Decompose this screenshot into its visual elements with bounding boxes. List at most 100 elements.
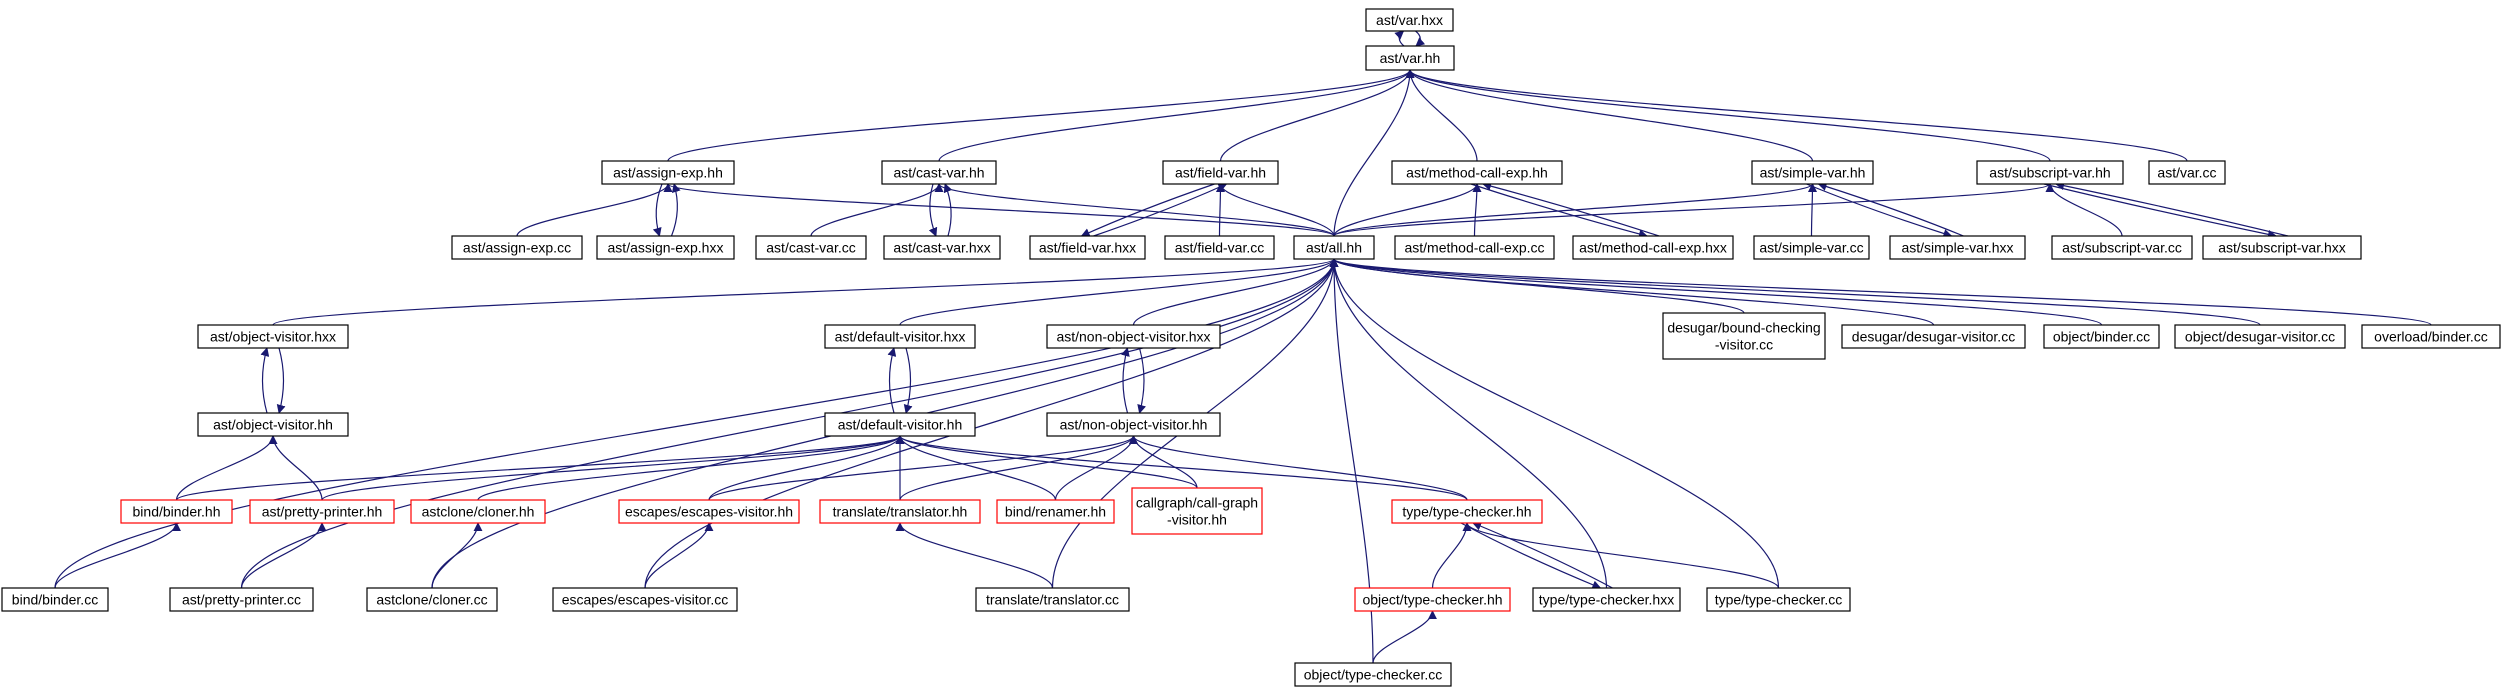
node-label: ast/var.hxx	[1376, 12, 1443, 28]
node-object-type-checker-cc[interactable]: object/type-checker.cc	[1294, 662, 1452, 687]
node-label: ast/subscript-var.cc	[2062, 240, 2182, 256]
node-method-call-exp-hh[interactable]: ast/method-call-exp.hh	[1391, 160, 1563, 185]
node-default-visitor-hxx[interactable]: ast/default-visitor.hxx	[824, 324, 976, 349]
node-cast-var-hh[interactable]: ast/cast-var.hh	[881, 160, 997, 185]
node-escapes-visitor-hh[interactable]: escapes/escapes-visitor.hh	[618, 499, 800, 524]
node-cloner-hh[interactable]: astclone/cloner.hh	[410, 499, 546, 524]
edge-all-hh-to-assign-exp-hh	[663, 183, 1335, 237]
edge-renamer-hh-to-default-visitor-hh	[895, 435, 1057, 501]
node-var-cc[interactable]: ast/var.cc	[2148, 160, 2226, 185]
node-subscript-var-hh[interactable]: ast/subscript-var.hh	[1976, 160, 2124, 185]
node-escapes-visitor-cc[interactable]: escapes/escapes-visitor.cc	[552, 587, 738, 612]
edge-simple-var-hh-to-simple-var-hxx	[1806, 183, 1953, 238]
node-type-checker-hh[interactable]: type/type-checker.hh	[1391, 499, 1543, 524]
node-label: type/type-checker.hh	[1402, 504, 1531, 520]
node-renamer-hh[interactable]: bind/renamer.hh	[996, 499, 1115, 524]
node-label: ast/all.hh	[1306, 240, 1362, 256]
edge-pretty-printer-cc-to-pretty-printer-hh	[240, 522, 327, 589]
node-box	[1394, 235, 1555, 260]
edge-method-call-exp-cc-to-method-call-exp-hh	[1472, 183, 1482, 237]
node-cloner-cc[interactable]: astclone/cloner.cc	[366, 587, 498, 612]
node-pretty-printer-hh[interactable]: ast/pretty-printer.hh	[249, 499, 395, 524]
node-method-call-exp-cc[interactable]: ast/method-call-exp.cc	[1394, 235, 1555, 260]
node-var-hh[interactable]: ast/var.hh	[1365, 45, 1455, 71]
node-translator-hh[interactable]: translate/translator.hh	[819, 499, 981, 524]
node-label: object/binder.cc	[2053, 329, 2150, 345]
node-bound-checking[interactable]: desugar/bound-checking-visitor.cc	[1662, 312, 1826, 360]
node-field-var-hh[interactable]: ast/field-var.hh	[1162, 160, 1279, 185]
node-field-var-cc[interactable]: ast/field-var.cc	[1164, 235, 1275, 260]
node-box	[1046, 412, 1221, 437]
node-label: ast/pretty-printer.cc	[182, 592, 301, 608]
node-cast-var-hxx[interactable]: ast/cast-var.hxx	[883, 235, 1001, 260]
edge-bind-binder-cc-to-all-hh	[54, 258, 1339, 589]
edge-bind-binder-hh-to-default-visitor-hh	[175, 435, 905, 501]
node-label: bind/renamer.hh	[1005, 504, 1106, 520]
node-assign-exp-hh[interactable]: ast/assign-exp.hh	[601, 160, 735, 185]
node-box	[1131, 487, 1263, 535]
node-label: ast/var.cc	[2157, 165, 2216, 181]
node-box	[819, 499, 981, 524]
node-box	[601, 160, 735, 185]
node-field-var-hxx[interactable]: ast/field-var.hxx	[1029, 235, 1146, 260]
node-translator-cc[interactable]: translate/translator.cc	[975, 587, 1130, 612]
nodes-layer: ast/var.hxx ast/var.hh ast/assign-exp.hh as…	[1, 8, 2501, 687]
node-assign-exp-hxx[interactable]: ast/assign-exp.hxx	[596, 235, 735, 260]
node-box	[1391, 499, 1543, 524]
node-label: bind/binder.hh	[133, 504, 221, 520]
node-overload-binder-cc[interactable]: overload/binder.cc	[2361, 324, 2501, 349]
node-box	[1365, 8, 1454, 32]
node-bind-binder-cc[interactable]: bind/binder.cc	[1, 587, 109, 612]
node-var-hxx[interactable]: ast/var.hxx	[1365, 8, 1454, 32]
edge-non-object-visitor-hxx-to-non-object-visitor-hh	[1137, 347, 1146, 414]
node-simple-var-cc[interactable]: ast/simple-var.cc	[1753, 235, 1870, 260]
edge-non-object-visitor-hh-to-non-object-visitor-hxx	[1121, 347, 1130, 414]
node-pretty-printer-cc[interactable]: ast/pretty-printer.cc	[169, 587, 314, 612]
edge-method-call-exp-hh-to-var-hh	[1405, 69, 1478, 162]
edge-bind-binder-cc-to-bind-binder-hh	[54, 522, 181, 589]
node-all-hh[interactable]: ast/all.hh	[1293, 235, 1375, 260]
node-label: ast/simple-var.hh	[1760, 165, 1866, 181]
node-non-object-visitor-hh[interactable]: ast/non-object-visitor.hh	[1046, 412, 1221, 437]
node-non-object-visitor-hxx[interactable]: ast/non-object-visitor.hxx	[1046, 324, 1221, 349]
node-assign-exp-cc[interactable]: ast/assign-exp.cc	[451, 235, 583, 260]
node-desugar-visitor-cc[interactable]: desugar/desugar-visitor.cc	[1841, 324, 2026, 349]
node-type-checker-cc[interactable]: type/type-checker.cc	[1706, 587, 1851, 612]
node-subscript-var-cc[interactable]: ast/subscript-var.cc	[2051, 235, 2193, 260]
node-box	[451, 235, 583, 260]
node-label: ast/subscript-var.hxx	[2218, 240, 2346, 256]
edge-subscript-var-cc-to-subscript-var-hh	[2045, 183, 2123, 237]
edge-var-hxx-to-var-hh	[1415, 30, 1426, 47]
edge-escapes-visitor-hh-to-non-object-visitor-hh	[708, 435, 1138, 501]
node-type-checker-hxx[interactable]: type/type-checker.hxx	[1532, 587, 1681, 612]
edges-layer	[54, 30, 2432, 664]
edge-overload-binder-cc-to-all-hh	[1329, 258, 2432, 326]
edge-cloner-cc-to-cloner-hh	[431, 522, 483, 589]
node-box	[1391, 160, 1563, 185]
edge-type-checker-cc-to-all-hh	[1329, 258, 1780, 589]
node-simple-var-hh[interactable]: ast/simple-var.hh	[1751, 160, 1874, 185]
node-default-visitor-hh[interactable]: ast/default-visitor.hh	[824, 412, 976, 437]
node-box	[2043, 324, 2160, 349]
edge-bind-binder-hh-to-object-visitor-hh	[175, 435, 278, 501]
node-object-visitor-hxx[interactable]: ast/object-visitor.hxx	[197, 324, 349, 349]
node-object-type-checker-hh[interactable]: object/type-checker.hh	[1354, 587, 1511, 612]
node-bind-binder-hh[interactable]: bind/binder.hh	[120, 499, 233, 524]
node-object-visitor-hh[interactable]: ast/object-visitor.hh	[197, 412, 349, 437]
node-label: ast/method-call-exp.hxx	[1579, 240, 1727, 256]
node-subscript-var-hxx[interactable]: ast/subscript-var.hxx	[2202, 235, 2362, 260]
node-label: ast/method-call-exp.cc	[1404, 240, 1544, 256]
node-simple-var-hxx[interactable]: ast/simple-var.hxx	[1889, 235, 2026, 260]
node-object-desugar-visitor-cc[interactable]: object/desugar-visitor.cc	[2174, 324, 2346, 349]
node-method-call-exp-hxx[interactable]: ast/method-call-exp.hxx	[1572, 235, 1734, 260]
node-cast-var-cc[interactable]: ast/cast-var.cc	[755, 235, 867, 260]
node-object-binder-cc[interactable]: object/binder.cc	[2043, 324, 2160, 349]
node-call-graph-hh[interactable]: callgraph/call-graph-visitor.hh	[1131, 487, 1263, 535]
node-box	[755, 235, 867, 260]
node-label: ast/cast-var.hh	[893, 165, 984, 181]
node-label: object/type-checker.hh	[1362, 592, 1502, 608]
node-box	[1294, 662, 1452, 687]
edge-pretty-printer-hh-to-object-visitor-hh	[268, 435, 323, 501]
node-box	[197, 412, 349, 437]
node-box	[1572, 235, 1734, 260]
